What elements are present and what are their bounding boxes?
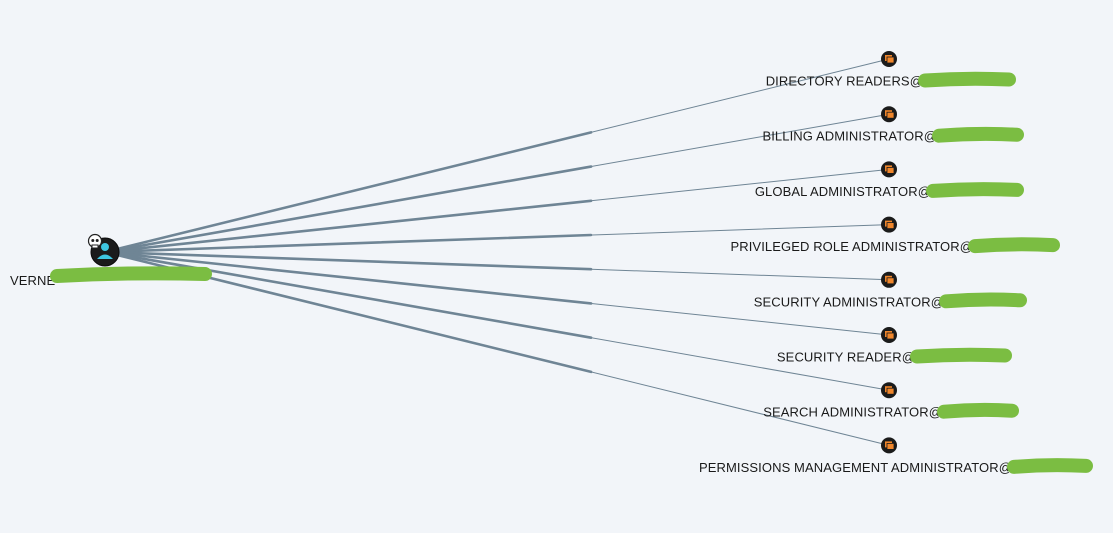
- group-icon: [885, 275, 895, 285]
- role-node-label: SECURITY READER@: [777, 350, 915, 365]
- edge-thick: [103, 250, 593, 339]
- role-node-label: BILLING ADMINISTRATOR@: [762, 129, 937, 144]
- label-redaction: [910, 347, 1012, 364]
- edge-thick: [103, 131, 593, 254]
- edge-thick: [103, 250, 593, 271]
- label-redaction: [926, 182, 1024, 198]
- label-redaction: [918, 71, 1016, 88]
- label-redaction: [937, 402, 1019, 419]
- group-icon: [885, 441, 895, 450]
- role-node[interactable]: BILLING ADMINISTRATOR@: [762, 106, 1024, 144]
- edge-thick: [103, 250, 593, 305]
- label-redaction: [968, 237, 1060, 254]
- role-node[interactable]: SEARCH ADMINISTRATOR@: [763, 382, 1019, 420]
- edge-thick: [103, 233, 593, 254]
- role-node-label: SEARCH ADMINISTRATOR@: [763, 405, 942, 420]
- label-redaction: [1007, 458, 1093, 474]
- role-node-label: DIRECTORY READERS@: [766, 74, 923, 89]
- role-node[interactable]: DIRECTORY READERS@: [766, 51, 1016, 89]
- label-redaction: [939, 292, 1027, 309]
- group-icon: [885, 386, 895, 395]
- role-node[interactable]: GLOBAL ADMINISTRATOR@: [755, 161, 1024, 199]
- label-redaction: [932, 126, 1024, 143]
- role-node-label: PRIVILEGED ROLE ADMINISTRATOR@: [730, 239, 973, 254]
- group-icon: [885, 110, 895, 119]
- edges: [103, 58, 890, 446]
- role-node[interactable]: SECURITY ADMINISTRATOR@: [754, 271, 1027, 310]
- role-node-label: SECURITY ADMINISTRATOR@: [754, 294, 944, 309]
- role-node-label: GLOBAL ADMINISTRATOR@: [755, 184, 931, 199]
- source-node-label: VERNE: [10, 273, 56, 288]
- role-node[interactable]: PERMISSIONS MANAGEMENT ADMINISTRATOR@: [699, 437, 1093, 475]
- edge-thick: [103, 199, 593, 254]
- target-nodes: DIRECTORY READERS@ BILLING ADMINISTRATOR@…: [699, 51, 1093, 475]
- group-icon: [885, 165, 895, 174]
- skull-icon: [87, 233, 103, 249]
- role-node-label: PERMISSIONS MANAGEMENT ADMINISTRATOR@: [699, 460, 1012, 475]
- group-icon: [885, 220, 895, 230]
- source-user-node[interactable]: VERNE: [10, 233, 212, 289]
- group-icon: [885, 331, 895, 340]
- source-label-redaction: [50, 266, 212, 283]
- group-icon: [885, 55, 895, 64]
- user-icon: [97, 243, 113, 259]
- role-node[interactable]: PRIVILEGED ROLE ADMINISTRATOR@: [730, 216, 1060, 255]
- edge-thick: [103, 165, 593, 254]
- role-node[interactable]: SECURITY READER@: [777, 327, 1012, 365]
